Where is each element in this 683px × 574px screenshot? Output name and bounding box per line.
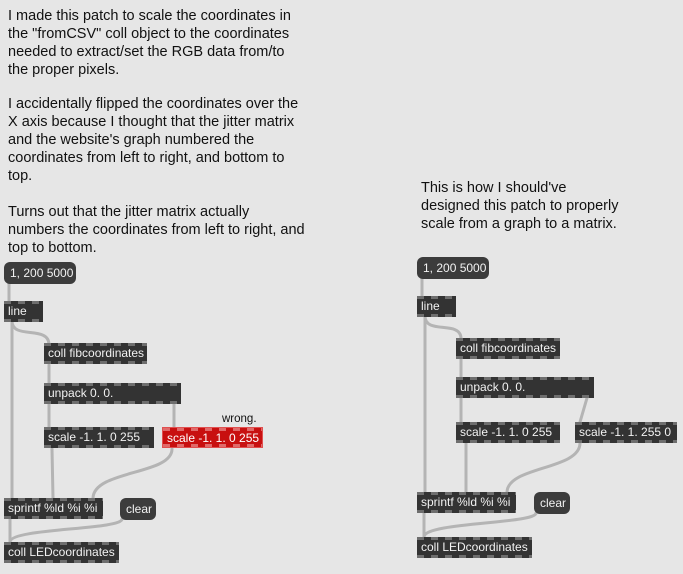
sprintf-object-right[interactable]: sprintf %ld %i %i — [417, 492, 516, 513]
coll-ledcoordinates-object-right[interactable]: coll LEDcoordinates — [417, 537, 532, 558]
wrong-label: wrong. — [222, 413, 257, 425]
comment-correction: Turns out that the jitter matrix actuall… — [8, 204, 305, 256]
coll-fibcoordinates-object-right[interactable]: coll fibcoordinates — [456, 338, 560, 359]
coll-ledcoordinates-object[interactable]: coll LEDcoordinates — [4, 542, 119, 563]
clear-message-right[interactable]: clear — [534, 492, 570, 514]
unpack-object[interactable]: unpack 0. 0. — [44, 383, 181, 404]
line-object-right[interactable]: line — [417, 296, 456, 317]
scale-x-object-right[interactable]: scale -1. 1. 0 255 — [456, 422, 560, 443]
comment-intro: I made this patch to scale the coordinat… — [8, 8, 291, 78]
ramp-message[interactable]: 1, 200 5000 — [4, 262, 76, 284]
line-object[interactable]: line — [4, 301, 43, 322]
ramp-message-right[interactable]: 1, 200 5000 — [417, 257, 489, 279]
scale-y-object-right[interactable]: scale -1. 1. 255 0 — [575, 422, 677, 443]
comment-mistake: I accidentally flipped the coordinates o… — [8, 96, 299, 184]
scale-y-wrong-object[interactable]: scale -1. 1. 0 255 — [162, 427, 263, 448]
unpack-object-right[interactable]: unpack 0. 0. — [456, 377, 594, 398]
comment-right-explanation: This is how I should've designed this pa… — [421, 180, 619, 232]
scale-x-object[interactable]: scale -1. 1. 0 255 — [44, 427, 154, 448]
clear-message[interactable]: clear — [120, 498, 156, 520]
coll-fibcoordinates-object[interactable]: coll fibcoordinates — [44, 343, 147, 364]
sprintf-object[interactable]: sprintf %ld %i %i — [4, 498, 103, 519]
